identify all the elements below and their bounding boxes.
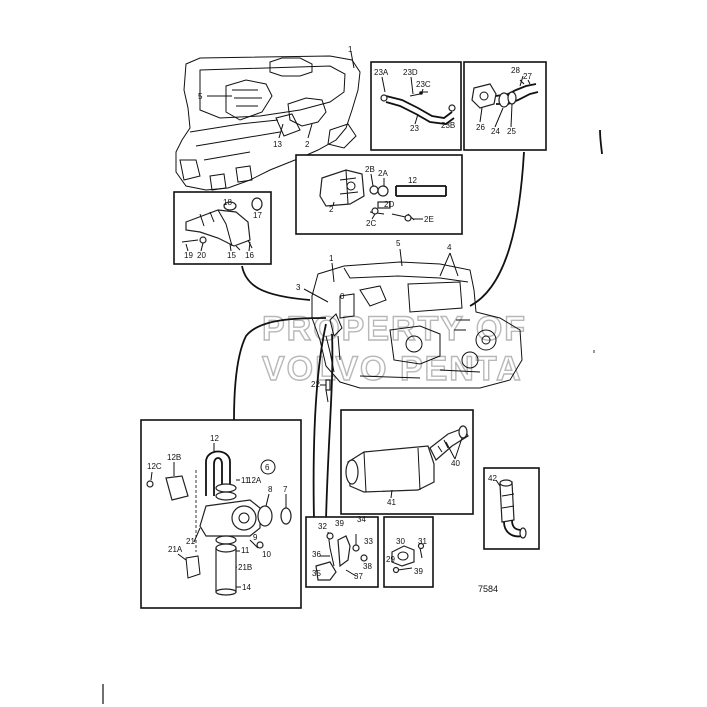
callout: 15 [227, 251, 236, 260]
callout: 23B [441, 121, 455, 130]
watermark-line1: PROPERTY OF [262, 310, 527, 348]
box-23-callouts: 23A 23D 23C 23 23B [374, 68, 455, 133]
box-29-callouts: 30 31 29 39 [386, 537, 427, 576]
callout: 23A [374, 68, 389, 77]
callout: 13 [273, 140, 282, 149]
callout: 5 [198, 92, 203, 101]
callout: 12A [247, 476, 262, 485]
callout: 28 [511, 66, 520, 75]
callout: 2D [384, 200, 394, 209]
box-42-illustration [499, 479, 527, 539]
callout: 30 [396, 537, 405, 546]
callout: 39 [414, 567, 423, 576]
callout-circle [260, 459, 276, 475]
callout: 29 [386, 555, 395, 564]
callout: 33 [364, 537, 373, 546]
callout: 23D [403, 68, 418, 77]
callout: 5 [396, 239, 401, 248]
callout: 12C [147, 462, 162, 471]
callout: 2B [365, 165, 375, 174]
callout: 42 [488, 474, 497, 483]
callout: 11 [241, 476, 250, 485]
box-2-illustration [319, 169, 447, 222]
box-32-illustration [315, 531, 368, 581]
callout: 38 [363, 562, 372, 571]
callout: 21B [238, 563, 252, 572]
box-32-callouts: 32 39 34 33 36 35 37 38 [312, 515, 373, 581]
callout: 26 [476, 123, 485, 132]
callout: 37 [354, 572, 363, 581]
callout: 2C [366, 219, 376, 228]
callout: 24 [491, 127, 500, 136]
callout: 23 [410, 124, 419, 133]
box-pump-callouts: 12 12B 12C 6 11 12A 8 7 21 21A 9 10 11 2… [147, 434, 288, 592]
callout: 3 [296, 283, 301, 292]
box-29-illustration [391, 542, 425, 574]
callout: 1 [329, 254, 334, 263]
callout: 27 [523, 72, 532, 81]
callout: 20 [197, 251, 206, 260]
callout: 17 [253, 211, 262, 220]
callout: 1 [348, 45, 353, 54]
callout: 12 [210, 434, 219, 443]
callout: 25 [507, 127, 516, 136]
callout: 18 [223, 198, 232, 207]
top-engine-illustration [175, 55, 361, 191]
callout: 10 [262, 550, 271, 559]
main-engine-callouts: 1 5 4 3 22 [296, 239, 459, 391]
callout: 35 [312, 569, 321, 578]
silencer-illustration [345, 425, 469, 493]
callout: 22 [311, 380, 320, 389]
callout: 12B [167, 453, 181, 462]
hose-23-illustration [380, 91, 456, 125]
box-silencer-callouts: 40 41 [387, 437, 463, 507]
callout: 2 [305, 140, 310, 149]
watermark: PROPERTY OF VOLVO PENTA [261, 309, 527, 388]
callout: 39 [335, 519, 344, 528]
elbow-24-illustration [471, 79, 539, 109]
box-15-illustration [181, 197, 263, 251]
callout: 41 [387, 498, 396, 507]
callout: 21 [186, 537, 195, 546]
engine-mark: 0 [340, 292, 345, 301]
callout: 19 [184, 251, 193, 260]
callout: 23C [416, 80, 431, 89]
callout: 12 [408, 176, 417, 185]
callout: 14 [242, 583, 251, 592]
box-42-callouts: 42 [488, 474, 501, 487]
callout: 34 [357, 515, 366, 524]
box-15-callouts: 18 17 19 20 15 16 [184, 198, 262, 260]
connection-lines [233, 129, 603, 521]
callout: 40 [451, 459, 460, 468]
callout: 9 [253, 533, 258, 542]
top-engine-callouts: 1 5 13 2 [198, 45, 355, 149]
callout: 4 [447, 243, 452, 252]
callout: 36 [312, 550, 321, 559]
callout: 2A [378, 169, 388, 178]
callout: 2E [424, 215, 434, 224]
callout: 32 [318, 522, 327, 531]
box-2-callouts: 2B 2A 12 2 2D 2C 2E [329, 165, 434, 228]
drawing-number: 7584 [478, 584, 498, 594]
callout: 6 [265, 463, 270, 472]
pump-illustration [146, 450, 292, 596]
callout: 8 [268, 485, 273, 494]
callout: 2 [329, 205, 334, 214]
callout: 21A [168, 545, 183, 554]
watermark-line2: VOLVO PENTA [262, 350, 523, 388]
callout: 11 [241, 546, 250, 555]
box-24-callouts: 28 27 26 24 25 [476, 66, 532, 136]
callout: 7 [283, 485, 288, 494]
callout: 31 [418, 537, 427, 546]
callout: 16 [245, 251, 254, 260]
